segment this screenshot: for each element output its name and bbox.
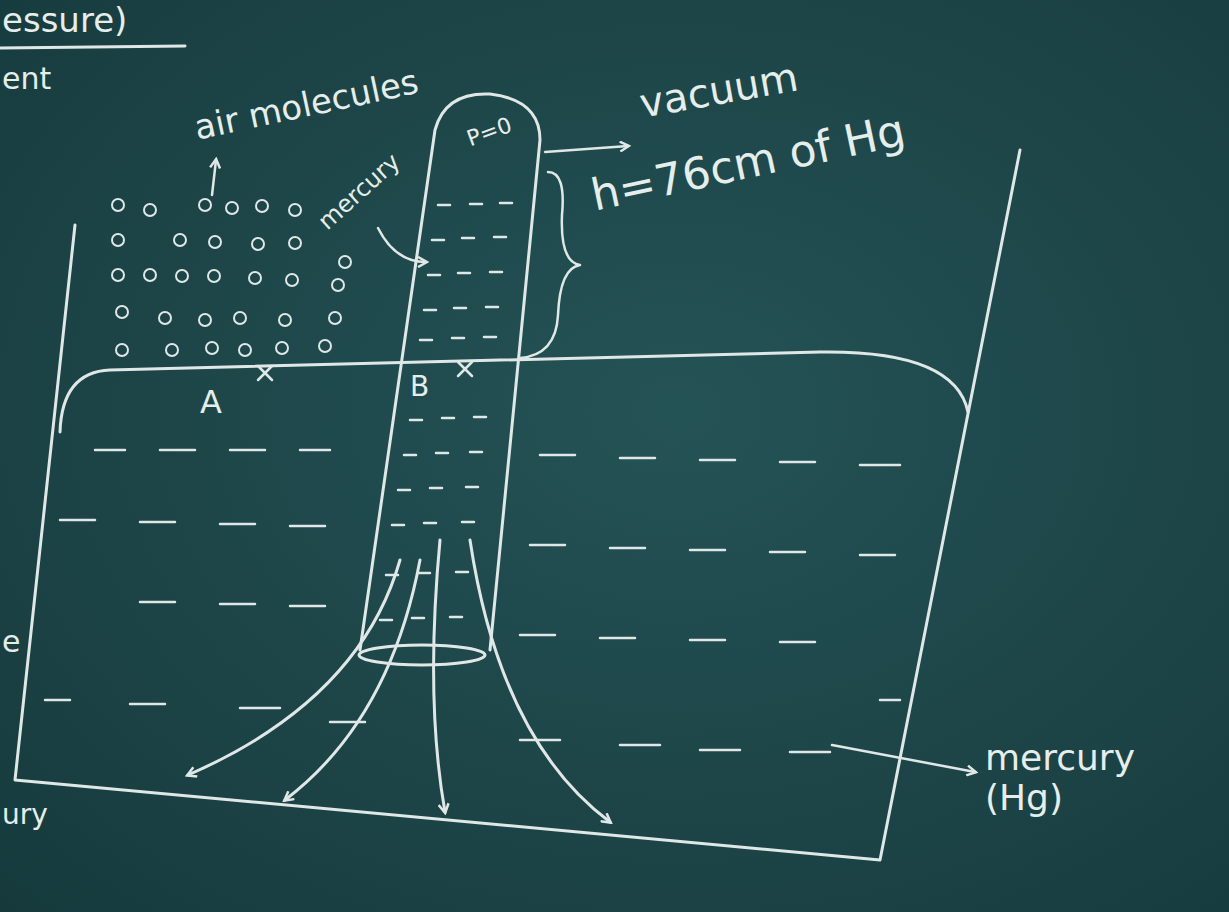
mercury-dashes bbox=[330, 700, 900, 722]
mercury-dashes bbox=[386, 572, 468, 575]
air-molecules bbox=[206, 342, 218, 354]
air-molecules bbox=[256, 200, 268, 212]
height-bracket bbox=[520, 172, 580, 358]
title-underline bbox=[0, 46, 185, 48]
air-molecules bbox=[116, 344, 128, 356]
mercury-dashes bbox=[60, 520, 325, 526]
air-molecules bbox=[234, 312, 246, 324]
air-molecules bbox=[174, 234, 186, 246]
air-molecules bbox=[112, 199, 124, 211]
air-molecules bbox=[112, 234, 124, 246]
text-fragment: ury bbox=[2, 800, 48, 831]
air-molecules bbox=[332, 279, 344, 291]
air-molecules bbox=[249, 272, 261, 284]
mercury-dashes bbox=[438, 203, 512, 205]
mercury-dashes bbox=[432, 237, 506, 240]
text-fragment: ent bbox=[2, 62, 51, 95]
leader-arrows bbox=[212, 160, 216, 195]
pressure-arrows bbox=[188, 560, 400, 775]
air-molecules bbox=[199, 314, 211, 326]
text-fragment: e bbox=[2, 625, 20, 658]
mercury-dashes bbox=[45, 700, 280, 708]
title-fragment: essure) bbox=[2, 2, 127, 39]
point-marks bbox=[258, 362, 472, 380]
air-molecules bbox=[144, 204, 156, 216]
mercury-trough bbox=[15, 150, 1020, 860]
air-molecules bbox=[144, 269, 156, 281]
air-molecules bbox=[239, 344, 251, 356]
mercury-dashes bbox=[424, 307, 498, 310]
pressure-label: P=0 bbox=[464, 113, 515, 151]
mercury-trough bbox=[15, 150, 1020, 860]
leader-arrows bbox=[212, 146, 975, 772]
air-molecules bbox=[166, 344, 178, 356]
air-molecules bbox=[208, 270, 220, 282]
air-molecules bbox=[209, 236, 221, 248]
mercury-dashes bbox=[530, 545, 895, 555]
mercury-dashes bbox=[404, 452, 482, 455]
point-label: A bbox=[200, 385, 222, 420]
point-marks bbox=[258, 366, 272, 380]
air-molecules bbox=[112, 269, 124, 281]
height-bracket bbox=[520, 172, 580, 358]
callout-label: vacuum bbox=[636, 55, 801, 126]
air-molecules bbox=[176, 270, 188, 282]
pressure-arrows bbox=[470, 540, 610, 822]
point-label: B bbox=[410, 372, 429, 403]
mercury-dashes bbox=[45, 203, 900, 752]
leader-arrows bbox=[832, 745, 975, 772]
air-molecules bbox=[286, 274, 298, 286]
air-molecules bbox=[112, 199, 351, 356]
air-molecules bbox=[279, 314, 291, 326]
mercury-dashes bbox=[140, 602, 325, 606]
air-molecules bbox=[289, 237, 301, 249]
mercury-dashes bbox=[428, 272, 502, 275]
mercury-dashes bbox=[520, 635, 815, 642]
mercury-dashes bbox=[380, 617, 462, 620]
point-marks bbox=[458, 362, 472, 376]
air-molecules bbox=[116, 306, 128, 318]
pressure-arrows bbox=[434, 540, 445, 812]
dimension-label: h=76cm of Hg bbox=[587, 106, 909, 220]
leader-arrows bbox=[545, 146, 628, 152]
mercury-dashes bbox=[392, 522, 474, 525]
air-molecules bbox=[289, 204, 301, 216]
pressure-arrows bbox=[188, 540, 610, 822]
mercury-dashes bbox=[420, 337, 496, 340]
pressure-arrows bbox=[285, 560, 420, 800]
air-molecules bbox=[226, 202, 238, 214]
mercury-dashes bbox=[520, 740, 830, 752]
mercury-dashes bbox=[410, 417, 486, 420]
mercury-dashes bbox=[540, 455, 900, 465]
mercury-dashes bbox=[95, 449, 330, 452]
air-molecules bbox=[329, 312, 341, 324]
title-underline bbox=[0, 46, 185, 48]
air-molecules bbox=[319, 340, 331, 352]
air-molecules bbox=[252, 238, 264, 250]
air-molecules bbox=[339, 256, 351, 268]
air-molecules bbox=[199, 199, 211, 211]
callout-label: mercury (Hg) bbox=[985, 738, 1185, 817]
glass-tube bbox=[359, 645, 485, 665]
air-molecules bbox=[159, 312, 171, 324]
mercury-dashes bbox=[398, 487, 478, 490]
callout-label: air molecules bbox=[191, 63, 421, 147]
leader-arrows bbox=[378, 228, 426, 262]
air-molecules bbox=[276, 342, 288, 354]
callout-label: mercury bbox=[313, 148, 405, 235]
